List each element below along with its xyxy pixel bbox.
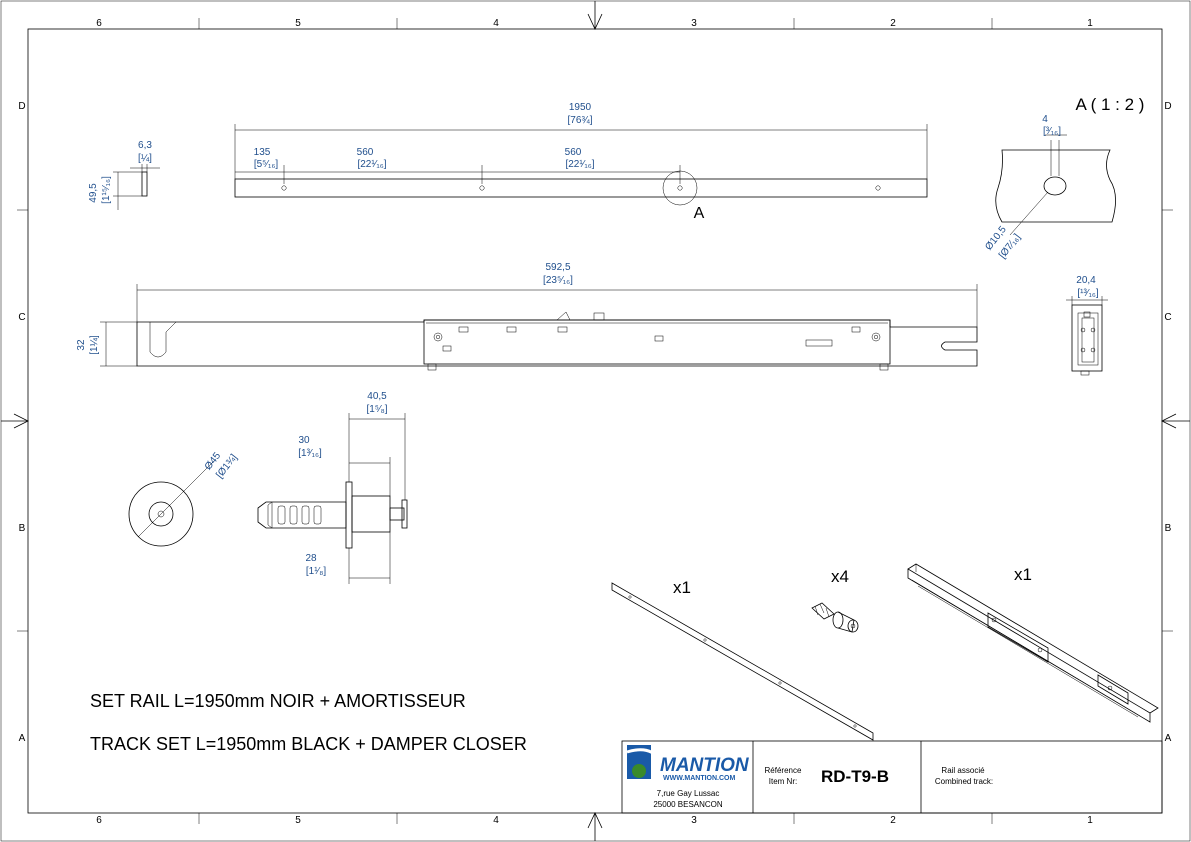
dim-rail-height-in: [1¹⁵⁄₁₆] — [101, 176, 112, 204]
reference-label: Référence — [765, 766, 802, 775]
grid-col-3-bottom: 3 — [691, 815, 697, 826]
grid-row-a-right: A — [1165, 733, 1172, 744]
iso-damper — [811, 602, 859, 633]
grid-row-c-right: C — [1164, 312, 1171, 323]
rail-top-view — [234, 170, 928, 206]
dim-damper-30-in: [1³⁄₁₆] — [298, 448, 322, 459]
assoc-label: Rail associé — [941, 766, 985, 775]
dim-rail-spacing1: 560 — [357, 147, 374, 158]
title-block — [621, 740, 1163, 814]
dim-rail-height: 49,5 — [88, 183, 99, 203]
rail-end-profile — [113, 164, 160, 210]
qty-damper: x4 — [831, 567, 849, 586]
dim-rail-thickness-in: [¼] — [138, 152, 152, 164]
dim-rail-spacing2-in: [22¹⁄₁₆] — [565, 159, 594, 170]
track-end-profile — [1066, 296, 1108, 376]
grid-row-d-left: D — [18, 101, 25, 112]
dim-damper-28: 28 — [305, 553, 317, 564]
grid-col-4-top: 4 — [493, 18, 499, 29]
grid-row-c-left: C — [18, 312, 25, 323]
damper-dimension-lines — [348, 413, 406, 584]
qty-track: x1 — [1014, 565, 1032, 584]
dim-rail-length-in: [76¾] — [567, 115, 592, 126]
grid-ticks — [17, 18, 1173, 824]
description-en: TRACK SET L=1950mm BLACK + DAMPER CLOSER — [90, 734, 527, 754]
dim-rail-spacing1-in: [22¹⁄₁₆] — [357, 159, 386, 170]
track-side-view — [136, 311, 978, 371]
detail-a-marker: A — [694, 205, 705, 222]
grid-col-4-bottom: 4 — [493, 815, 499, 826]
address-line1: 7,rue Gay Lussac — [657, 789, 720, 798]
dim-detail-slot-in: [³⁄₁₆] — [1043, 126, 1061, 137]
grid-col-1-top: 1 — [1087, 18, 1093, 29]
dim-track-length: 592,5 — [545, 262, 570, 273]
detail-a-view — [995, 134, 1116, 236]
rail-dimension-lines — [234, 124, 928, 184]
dim-track-height: 32 — [76, 339, 87, 351]
dim-track-width: 20,4 — [1076, 275, 1096, 286]
grid-col-2-bottom: 2 — [890, 815, 896, 826]
iso-track — [907, 563, 1159, 723]
grid-col-5-top: 5 — [295, 18, 301, 29]
dim-rail-length: 1950 — [569, 102, 592, 113]
dim-rail-hole1-in: [5⁵⁄₁₆] — [254, 159, 279, 170]
reference-value: RD-T9-B — [821, 767, 889, 786]
grid-col-3-top: 3 — [691, 18, 697, 29]
grid-row-a-left: A — [19, 733, 26, 744]
dim-damper-30: 30 — [298, 435, 310, 446]
grid-row-d-right: D — [1164, 101, 1171, 112]
description-fr: SET RAIL L=1950mm NOIR + AMORTISSEUR — [90, 691, 466, 711]
combined-label: Combined track: — [935, 777, 993, 786]
iso-rail — [611, 582, 874, 741]
track-dimension-lines — [100, 284, 978, 367]
grid-col-5-bottom: 5 — [295, 815, 301, 826]
qty-rail: x1 — [673, 578, 691, 597]
dim-detail-slot: 4 — [1042, 114, 1048, 125]
detail-title: A ( 1 : 2 ) — [1076, 95, 1145, 114]
grid-row-b-left: B — [19, 523, 26, 534]
dim-track-width-in: [¹³⁄₁₆] — [1077, 288, 1099, 299]
grid-col-2-top: 2 — [890, 18, 896, 29]
dim-rail-thickness: 6,3 — [138, 140, 152, 151]
grid-row-b-right: B — [1165, 523, 1172, 534]
damper-side-view — [257, 481, 408, 549]
dim-track-length-in: [23⁵⁄₁₆] — [543, 275, 573, 286]
logo-ball — [632, 764, 646, 778]
dim-damper-28-in: [1¹⁄₈] — [306, 566, 326, 577]
item-label: Item Nr: — [769, 777, 797, 786]
dim-rail-spacing2: 560 — [565, 147, 582, 158]
address-line2: 25000 BESANCON — [653, 800, 723, 809]
grid-col-6-top: 6 — [96, 18, 102, 29]
damper-front-view — [128, 459, 216, 547]
dim-damper-total: 40,5 — [367, 391, 387, 402]
dim-damper-total-in: [1⁵⁄₈] — [366, 404, 387, 415]
logo-text: MANTION — [660, 755, 750, 776]
dim-track-height-in: [1¼] — [88, 335, 100, 355]
grid-col-1-bottom: 1 — [1087, 815, 1093, 826]
logo-url: WWW.MANTION.COM — [663, 775, 735, 782]
dim-rail-hole1: 135 — [254, 147, 271, 158]
grid-col-6-bottom: 6 — [96, 815, 102, 826]
